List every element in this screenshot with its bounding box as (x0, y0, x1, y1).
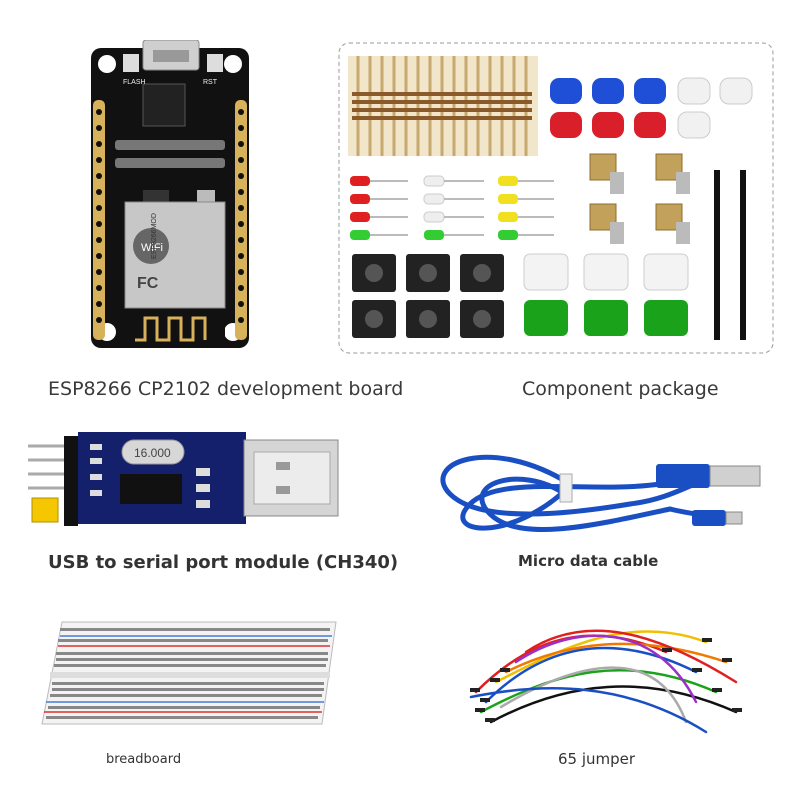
esp8266-board-image: WiFi ESP8266MOD FC FLASH RST (85, 40, 255, 355)
module-label: ESP8266MOD (151, 213, 158, 259)
cable-caption: Micro data cable (518, 552, 659, 570)
fc-mark: FC (137, 275, 159, 292)
micro-cable-image (430, 444, 770, 554)
breadboard-caption: breadboard (106, 752, 182, 767)
component-package-image (338, 42, 774, 354)
rst-label: RST (203, 79, 218, 86)
crystal-label: 16.000 (134, 446, 171, 460)
breadboard-image (40, 620, 340, 726)
usb-serial-caption: USB to serial port module (CH340) (48, 552, 399, 573)
flash-label: FLASH (123, 79, 146, 86)
usb-serial-module-image: 16.000 (26, 428, 340, 536)
board-caption: ESP8266 CP2102 development board (48, 378, 404, 400)
jumper-wires-image (456, 612, 756, 742)
package-caption: Component package (522, 378, 719, 400)
jumper-caption: 65 jumper (558, 750, 636, 768)
wifi-logo-text: WiFi (141, 242, 163, 254)
